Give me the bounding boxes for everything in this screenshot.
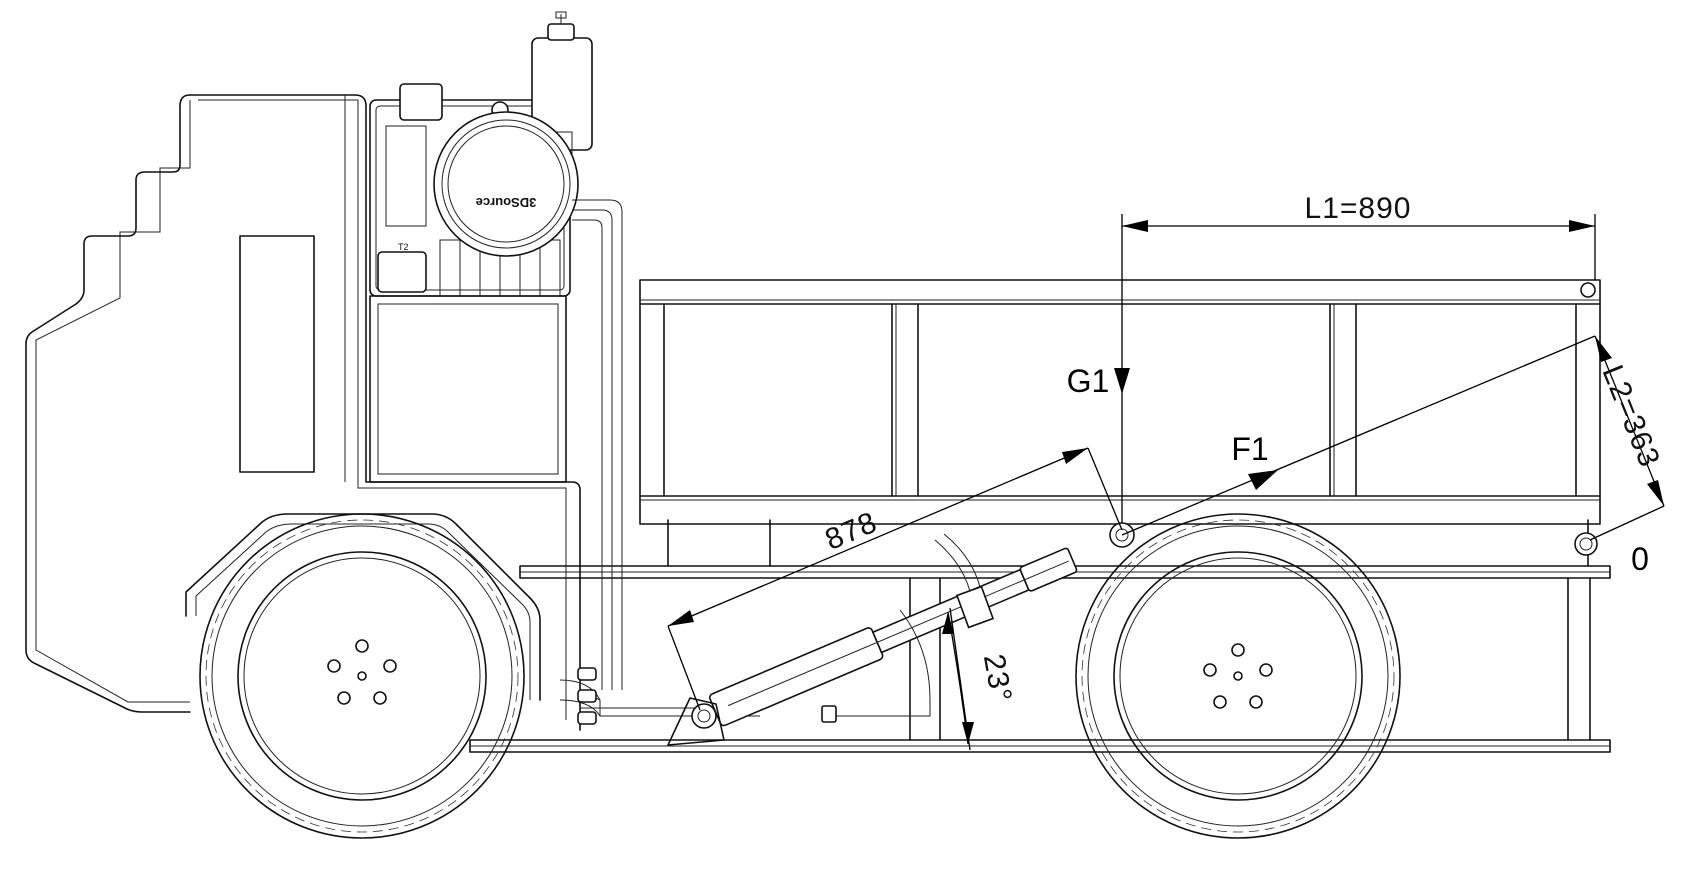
brand-label: 3DSource xyxy=(476,195,537,210)
engine-assembly: 3DSource T2 xyxy=(369,11,593,483)
pivot-point: 0 xyxy=(1631,541,1649,577)
dimension-l2-label: L2=363 xyxy=(1595,361,1666,473)
dimension-angle-label: 23° xyxy=(977,652,1018,705)
front-fender xyxy=(185,513,541,701)
pivot-label: 0 xyxy=(1631,541,1649,577)
force-g1: G1 xyxy=(1067,363,1130,399)
dimension-878-label: 878 xyxy=(820,506,882,557)
dump-bed xyxy=(639,279,1601,556)
dimension-angle: 23° xyxy=(942,607,1018,751)
dimension-l1: L1=890 xyxy=(1121,192,1596,523)
motor-tag-label: T2 xyxy=(398,242,409,252)
chassis-frame xyxy=(469,519,1611,753)
cab xyxy=(25,94,581,731)
force-f1: F1 xyxy=(1121,335,1596,536)
rear-wheel xyxy=(1075,513,1401,839)
force-g1-label: G1 xyxy=(1067,363,1110,399)
dimension-l1-label: L1=890 xyxy=(1305,192,1412,225)
hydraulic-cylinder xyxy=(667,522,1135,746)
hydraulic-lines xyxy=(559,199,760,725)
front-wheel xyxy=(199,513,525,839)
dimension-l2: L2=363 xyxy=(1589,335,1666,541)
force-f1-label: F1 xyxy=(1231,431,1268,467)
